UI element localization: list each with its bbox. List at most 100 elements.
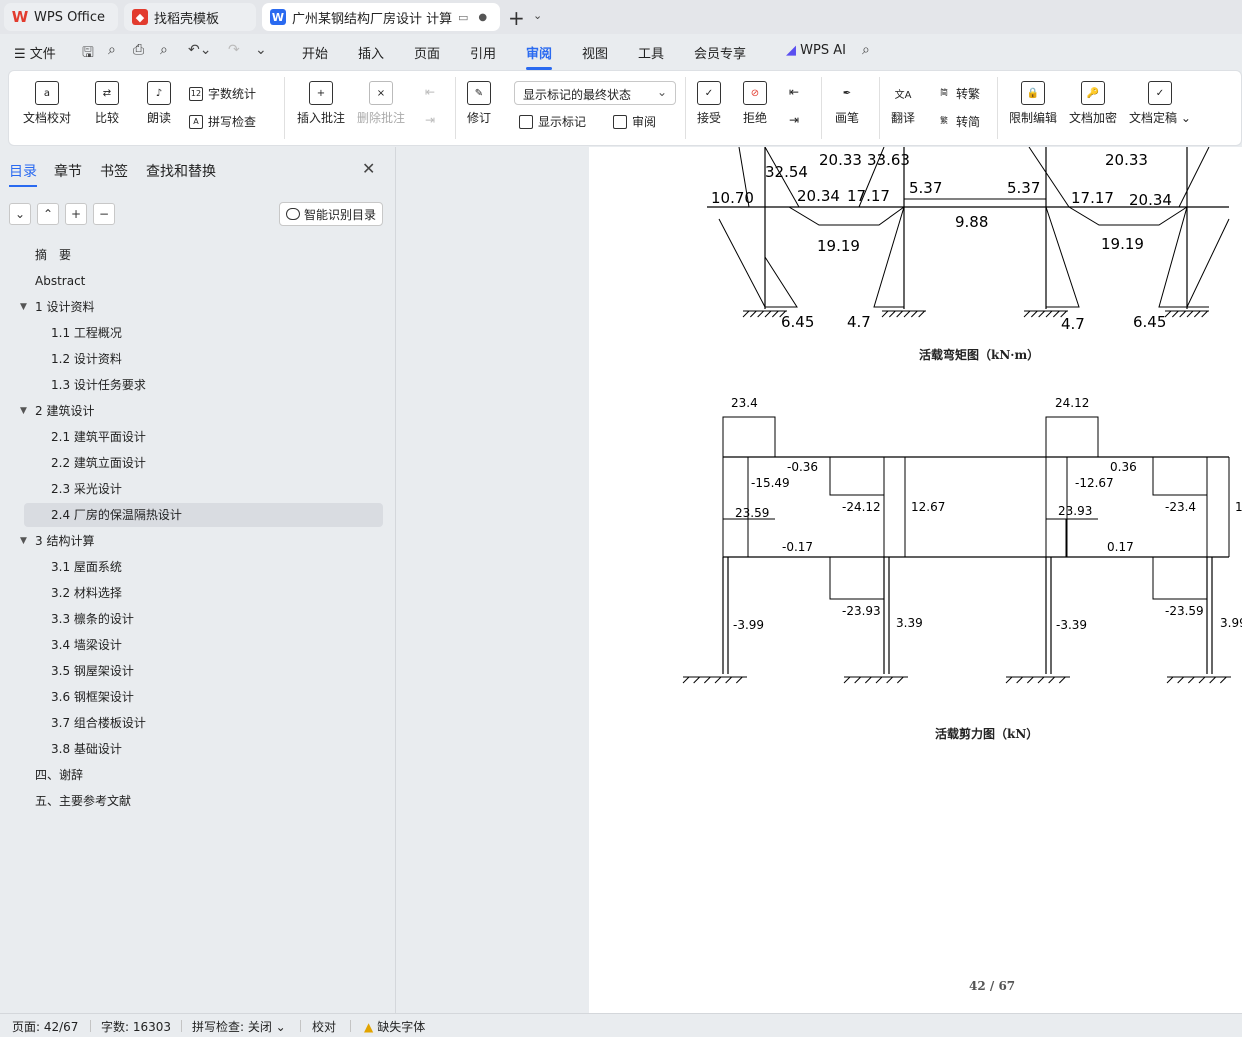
menu-view[interactable]: 视图: [582, 47, 609, 62]
tab-document[interactable]: W 广州某钢结构厂房设计 计算说 ▭ ●: [262, 3, 500, 31]
toc-item[interactable]: 1.3 设计任务要求: [0, 373, 380, 397]
accept-button[interactable]: ✓ 接受: [697, 81, 721, 126]
remove-heading-button[interactable]: −: [93, 203, 115, 225]
wps-ai-button[interactable]: ◢ WPS AI: [786, 43, 846, 58]
nav-tab-find-replace[interactable]: 查找和替换: [146, 164, 216, 180]
smart-toc-button[interactable]: 智能识别目录: [279, 202, 383, 226]
to-traditional-button[interactable]: 简转繁: [937, 85, 980, 102]
restrict-edit-button[interactable]: 🔒 限制编辑: [1009, 81, 1057, 126]
button-label: 翻译: [891, 111, 916, 125]
read-aloud-button[interactable]: ♪ 朗读: [147, 81, 171, 126]
delete-comment-button[interactable]: × 删除批注: [357, 81, 405, 126]
support-hatch-line: [918, 310, 926, 318]
menu-start[interactable]: 开始: [302, 47, 329, 62]
word-count[interactable]: 字数: 16303: [101, 1020, 172, 1034]
prev-change-icon[interactable]: ⇤: [789, 85, 800, 99]
toc-item-label: 2 建筑设计: [35, 404, 95, 418]
spell-check-status[interactable]: 拼写检查: 关闭 ⌄: [192, 1020, 286, 1034]
collapse-down-button[interactable]: ⌄: [9, 203, 31, 225]
markup-state-select[interactable]: 显示标记的最终状态 ⌄: [514, 81, 676, 105]
missing-font-status[interactable]: ▲缺失字体: [364, 1020, 426, 1034]
nav-tab-chapters[interactable]: 章节: [54, 164, 82, 180]
redo-icon[interactable]: ↷: [228, 42, 240, 58]
share-icon[interactable]: ⌕: [108, 42, 116, 58]
menu-member[interactable]: 会员专享: [694, 47, 747, 62]
toc-item[interactable]: Abstract: [0, 269, 380, 293]
nav-tab-toc[interactable]: 目录: [9, 161, 37, 187]
support-hatch-line: [682, 676, 690, 684]
doc-proofread-button[interactable]: a 文档校对: [23, 81, 71, 126]
print-icon[interactable]: ⎙: [133, 42, 145, 58]
tab-templates[interactable]: ◆ 找稻壳模板: [124, 3, 256, 31]
search-icon[interactable]: ⌕: [862, 42, 870, 58]
translate-button[interactable]: 文A 翻译: [891, 81, 915, 126]
print-preview-icon[interactable]: ⌕: [160, 42, 168, 58]
finalize-button[interactable]: ✓ 文档定稿 ⌄: [1129, 81, 1191, 126]
screen-icon[interactable]: ▭: [458, 10, 469, 24]
expand-arrow-icon[interactable]: ▼: [20, 406, 27, 416]
to-simplified-button[interactable]: 繁转简: [937, 113, 980, 130]
menu-reference[interactable]: 引用: [470, 47, 497, 62]
review-pane-button[interactable]: 审阅: [613, 113, 656, 130]
toc-item[interactable]: 3.5 钢屋架设计: [0, 659, 380, 683]
add-heading-button[interactable]: +: [65, 203, 87, 225]
toc-item[interactable]: 3.2 材料选择: [0, 581, 380, 605]
toc-item[interactable]: 1.2 设计资料: [0, 347, 380, 371]
prev-comment-icon[interactable]: ⇤: [425, 85, 436, 99]
toc-item[interactable]: 2.2 建筑立面设计: [0, 451, 380, 475]
show-markup-button[interactable]: 显示标记: [519, 113, 586, 130]
toc-item-label: 1.2 设计资料: [51, 352, 122, 366]
encrypt-button[interactable]: 🔑 文档加密: [1069, 81, 1117, 126]
toc-item[interactable]: 1.1 工程概况: [0, 321, 380, 345]
chevron-down-icon[interactable]: ⌄: [533, 9, 543, 22]
toc-item[interactable]: 2.4 厂房的保温隔热设计: [24, 503, 383, 527]
nav-tab-bookmarks[interactable]: 书签: [100, 164, 128, 180]
toc-item[interactable]: 四、谢辞: [0, 763, 380, 787]
page-indicator[interactable]: 页面: 42/67: [12, 1020, 79, 1034]
toc-item[interactable]: 3.3 檩条的设计: [0, 607, 380, 631]
pen-button[interactable]: ✒ 画笔: [835, 81, 859, 126]
toc-item[interactable]: 3.6 钢框架设计: [0, 685, 380, 709]
undo-icon[interactable]: ↶⌄: [188, 42, 212, 58]
toc-item[interactable]: 2.1 建筑平面设计: [0, 425, 380, 449]
unsaved-dot-icon[interactable]: ●: [478, 11, 488, 23]
toc-item[interactable]: 3.8 基础设计: [0, 737, 380, 761]
toc-item[interactable]: ▼1 设计资料: [0, 295, 380, 319]
expand-arrow-icon[interactable]: ▼: [20, 536, 27, 546]
toc-item[interactable]: 3.7 组合楼板设计: [0, 711, 380, 735]
toc-item[interactable]: ▼ 2 建筑设计: [0, 399, 380, 423]
new-tab-plus-icon[interactable]: +: [508, 6, 525, 30]
expand-arrow-icon[interactable]: ▼: [20, 302, 27, 312]
menu-insert[interactable]: 插入: [358, 47, 385, 62]
level-up-button[interactable]: ⌃: [37, 203, 59, 225]
save-icon[interactable]: 🖫: [82, 45, 94, 61]
next-comment-icon[interactable]: ⇥: [425, 113, 436, 127]
close-icon[interactable]: ✕: [362, 159, 376, 178]
toc-item[interactable]: 五、主要参考文献: [0, 789, 380, 813]
tab-wps-office[interactable]: W WPS Office: [4, 3, 118, 31]
support-hatch-line: [714, 676, 722, 684]
support-hatch-line: [1026, 676, 1034, 684]
moment-curve: [873, 206, 905, 308]
toc-item[interactable]: 3.4 墙梁设计: [0, 633, 380, 657]
file-menu[interactable]: ☰ 文件: [14, 47, 56, 62]
toc-item[interactable]: 摘 要: [0, 243, 380, 267]
menu-review[interactable]: 审阅: [526, 43, 553, 70]
menu-tools[interactable]: 工具: [638, 47, 665, 62]
next-change-icon[interactable]: ⇥: [789, 113, 800, 127]
toc-item[interactable]: 2.3 采光设计: [0, 477, 380, 501]
proofread-status[interactable]: 校对: [312, 1020, 337, 1034]
toc-item[interactable]: ▼3 结构计算: [0, 529, 380, 553]
more-chevron-icon[interactable]: ⌄: [255, 42, 267, 58]
compare-button[interactable]: ⇄ 比较: [95, 81, 119, 126]
menu-page[interactable]: 页面: [414, 47, 441, 62]
reject-button[interactable]: ⊘ 拒绝: [743, 81, 767, 126]
moment-curve: [718, 218, 798, 308]
track-changes-button[interactable]: ✎ 修订: [467, 81, 491, 126]
toc-item[interactable]: 3.1 屋面系统: [0, 555, 380, 579]
insert-comment-button[interactable]: + 插入批注: [297, 81, 345, 126]
